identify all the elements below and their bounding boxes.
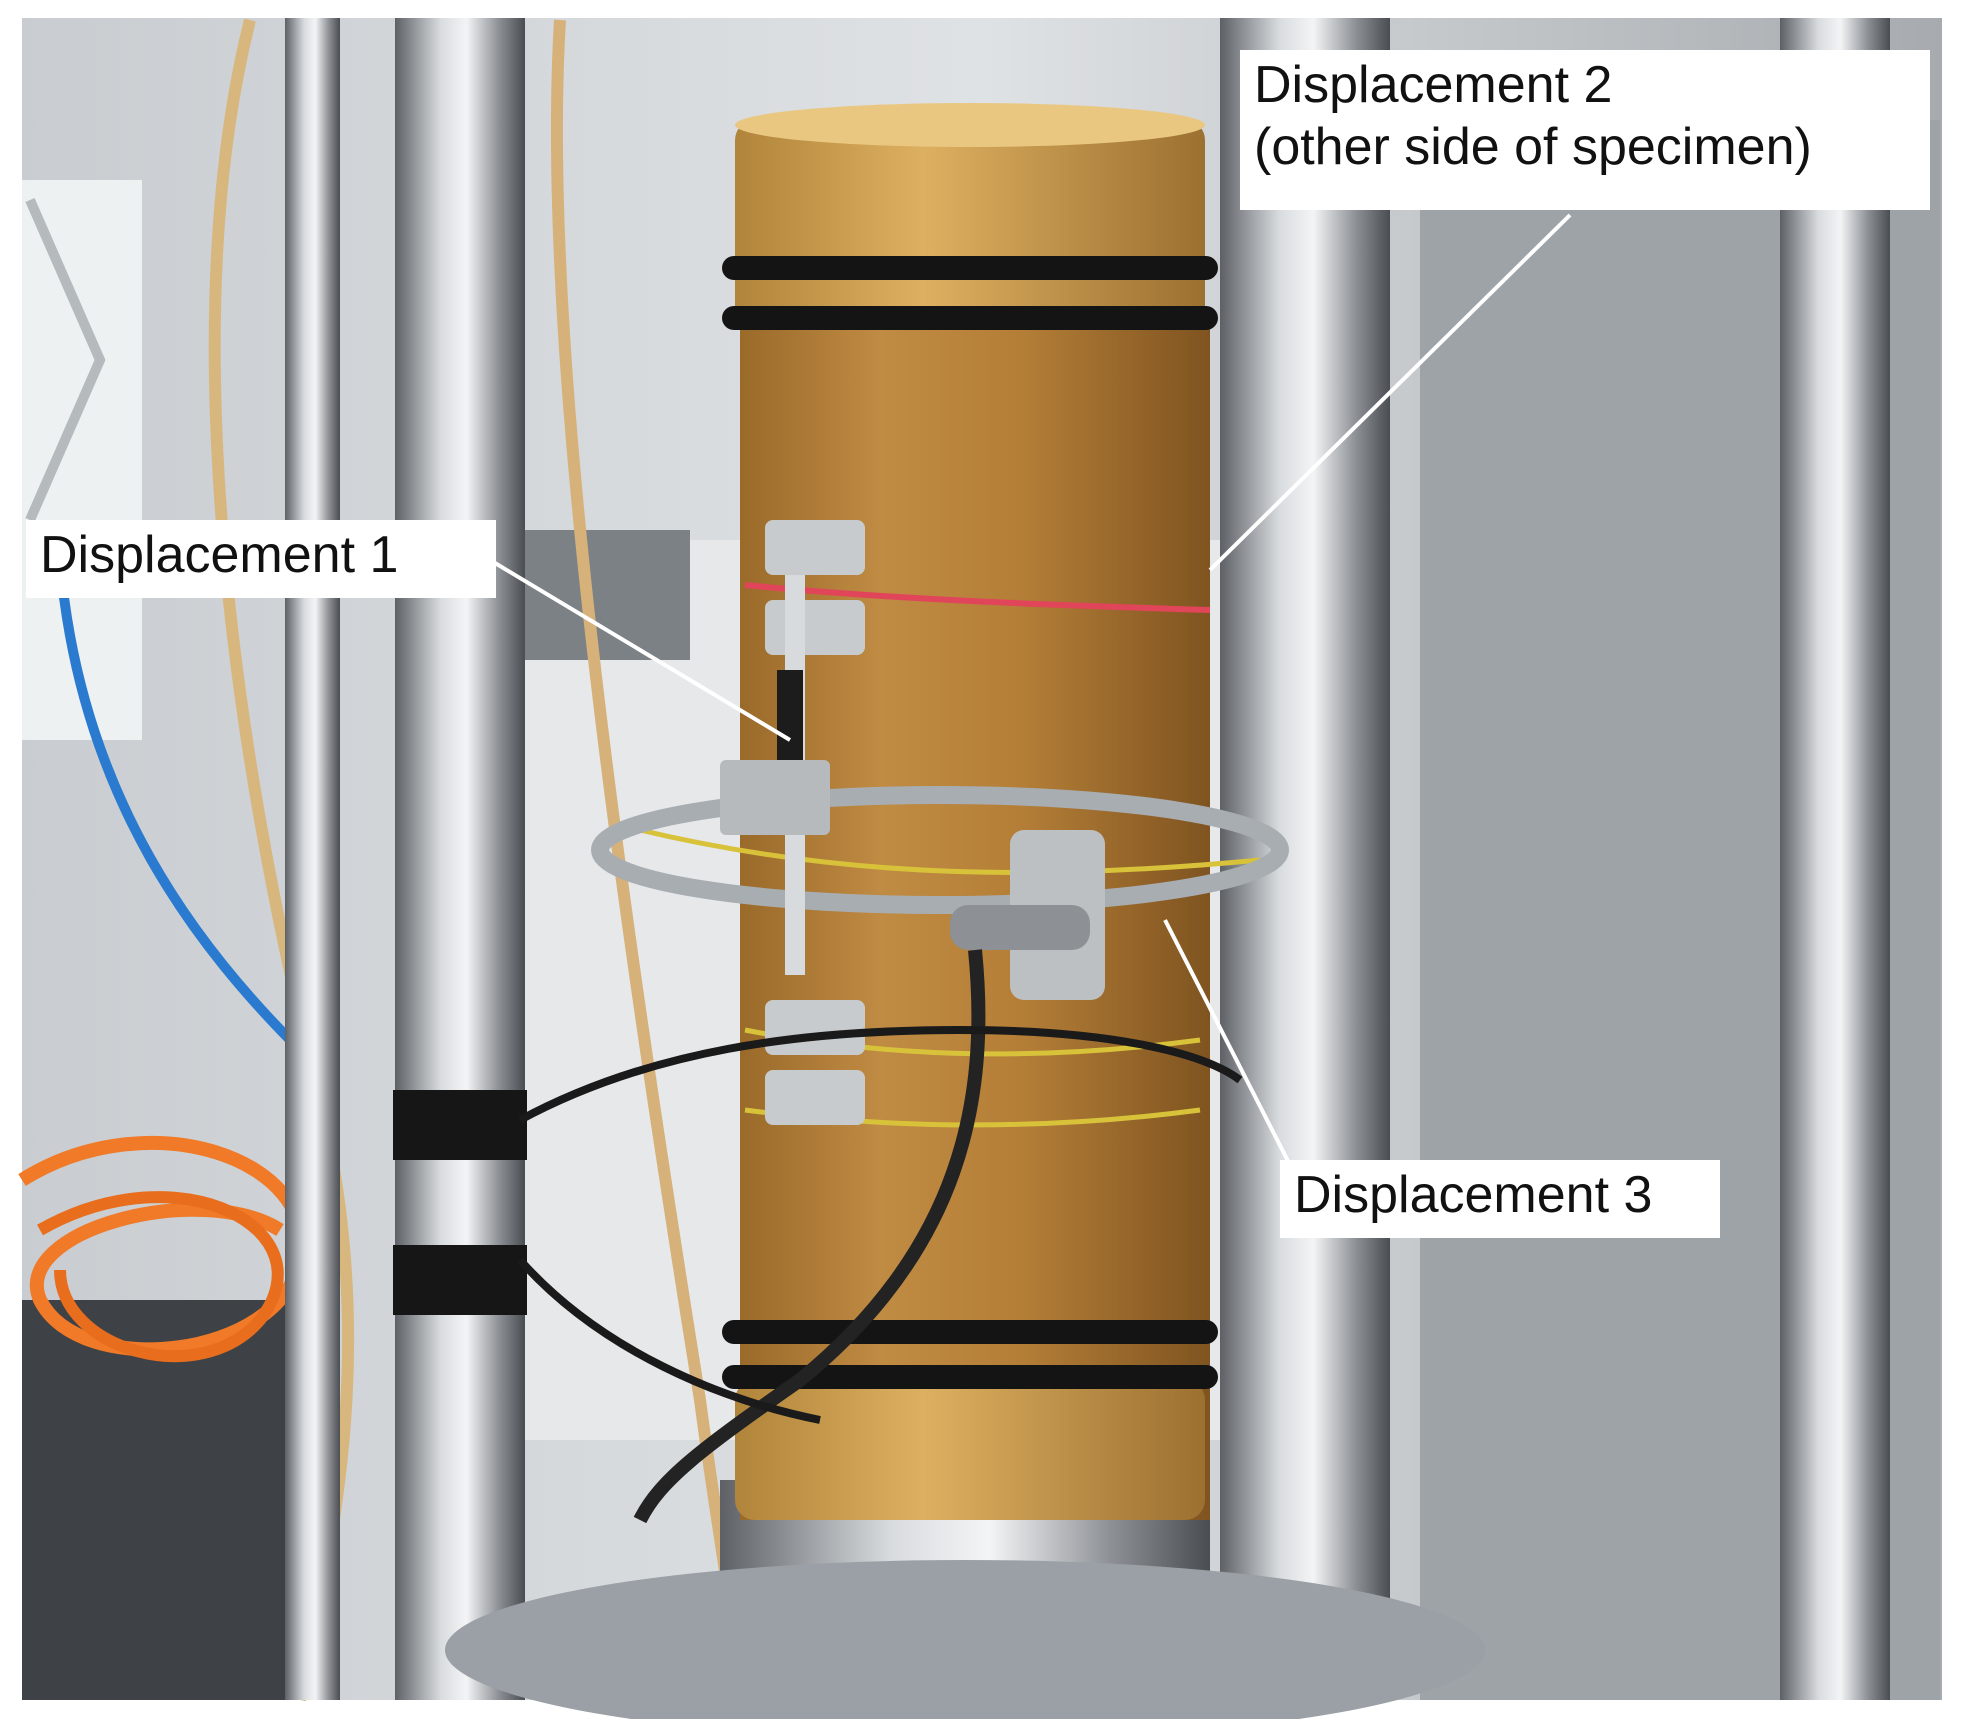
black-tape-1 bbox=[393, 1090, 527, 1160]
base-plate bbox=[445, 1560, 1485, 1724]
lvdt-mount bbox=[720, 760, 830, 835]
o-ring-bottom-1 bbox=[722, 1320, 1218, 1344]
far-right-column bbox=[1780, 18, 1890, 1700]
window-chevron bbox=[25, 197, 106, 523]
lvdt-body bbox=[777, 670, 803, 770]
label-displacement-2: Displacement 2 (other side of specimen) bbox=[1240, 50, 1930, 210]
sensor3-cable bbox=[633, 949, 986, 1524]
top-cap-face bbox=[735, 103, 1205, 147]
bottom-cap bbox=[735, 1380, 1205, 1520]
label-displacement-1: Displacement 1 bbox=[26, 520, 496, 598]
o-ring-top-1 bbox=[722, 256, 1218, 280]
left-thin-column bbox=[285, 18, 340, 1700]
o-ring-top-2 bbox=[722, 306, 1218, 330]
sensor3-arm bbox=[950, 905, 1090, 950]
top-cap bbox=[735, 120, 1205, 330]
orange-cable-coil-2 bbox=[37, 1191, 284, 1362]
orange-cable-coil bbox=[18, 1135, 309, 1357]
black-cable-lower bbox=[517, 1257, 821, 1424]
leader-line-3 bbox=[1163, 919, 1292, 1166]
measurement-ring bbox=[591, 786, 1289, 914]
black-cable-left bbox=[518, 1025, 1243, 1124]
leader-line-1 bbox=[488, 558, 792, 742]
red-wire bbox=[744, 582, 1211, 613]
o-ring-bottom-2 bbox=[722, 1365, 1218, 1389]
lvdt-clamp-bottom-2 bbox=[765, 1070, 865, 1125]
lvdt-clamp-top bbox=[765, 520, 865, 575]
blue-cable bbox=[55, 559, 304, 1054]
black-tape-2 bbox=[393, 1245, 527, 1315]
lvdt-clamp-mid bbox=[765, 600, 865, 655]
left-bench bbox=[22, 1300, 322, 1700]
left-column bbox=[395, 18, 525, 1700]
window-frame bbox=[22, 180, 142, 740]
leader-line-2 bbox=[1208, 213, 1572, 572]
label-displacement-3: Displacement 3 bbox=[1280, 1160, 1720, 1238]
yellow-wire-1 bbox=[639, 827, 1261, 875]
lvdt-clamp-bottom-1 bbox=[765, 1000, 865, 1055]
